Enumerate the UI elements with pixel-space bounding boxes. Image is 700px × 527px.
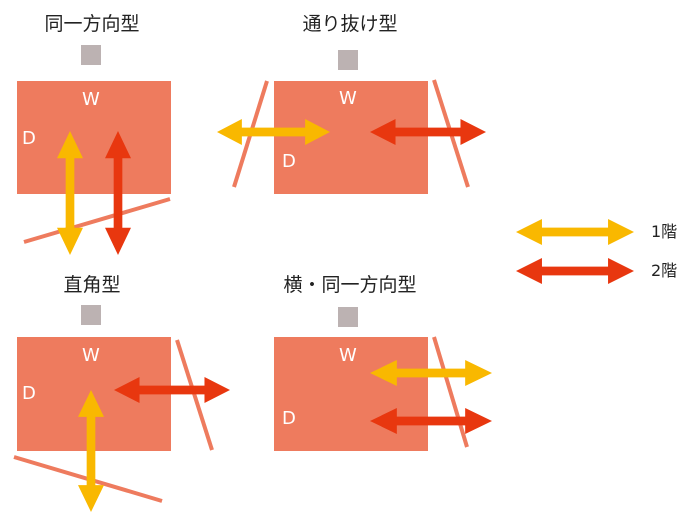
w-label: W (339, 88, 357, 109)
building-block (17, 81, 171, 194)
diagram-title-pass-through: 通り抜け型 (302, 13, 398, 35)
diagram-title-right-angle: 直角型 (63, 274, 121, 296)
w-label: W (82, 345, 100, 366)
legend-floor1-arrow (516, 219, 634, 245)
d-label: D (282, 151, 296, 172)
d-label: D (22, 128, 36, 149)
diagram-side-same-direction: W D (274, 307, 492, 451)
road-line-right (175, 339, 214, 451)
diagram-right-angle: W D (13, 305, 230, 512)
d-label: D (282, 408, 296, 429)
legend (516, 219, 634, 284)
legend-label-floor1: 1階 (651, 222, 678, 241)
diagram-title-side-same-direction: 横・同一方向型 (283, 274, 417, 296)
w-label: W (82, 89, 100, 110)
building-block (274, 81, 428, 194)
road-line (23, 197, 171, 244)
diagram-pass-through: W D (217, 50, 486, 194)
entrance-marker (81, 305, 101, 325)
entrance-marker (338, 307, 358, 327)
w-label: W (339, 345, 357, 366)
legend-label-floor2: 2階 (651, 261, 678, 280)
entrance-marker (81, 45, 101, 65)
legend-floor2-arrow (516, 258, 634, 284)
road-line-right (432, 336, 469, 448)
building-block (274, 337, 428, 451)
diagram-title-same-direction: 同一方向型 (44, 13, 140, 35)
entrance-marker (338, 50, 358, 70)
diagram-same-direction: W D (17, 45, 171, 255)
d-label: D (22, 383, 36, 404)
